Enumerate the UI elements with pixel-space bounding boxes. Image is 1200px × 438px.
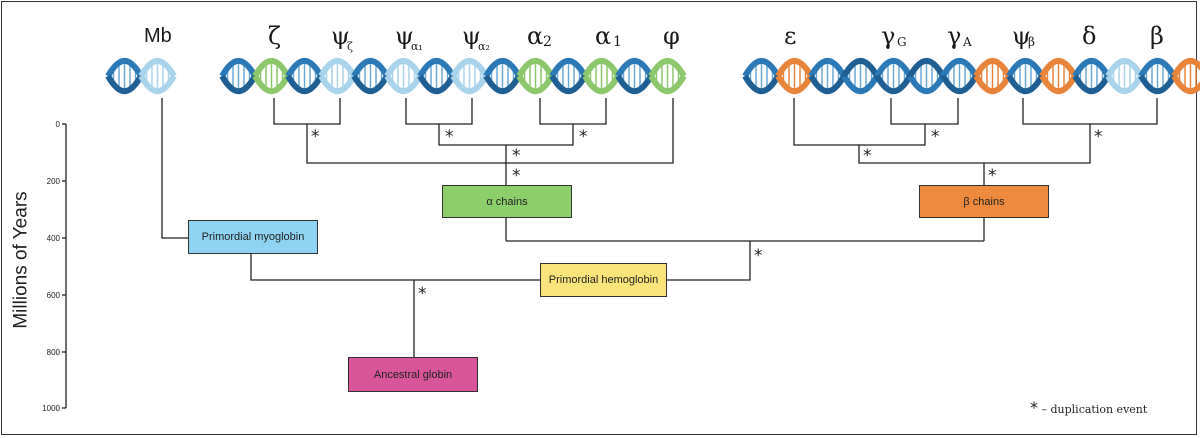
svg-text:β: β: [1028, 35, 1035, 49]
star-delta-beta: *: [1094, 127, 1103, 147]
star-alpha-cluster: *: [512, 146, 521, 166]
gene-zeta: ζ: [268, 22, 281, 50]
svg-text:ψ: ψ: [395, 22, 414, 50]
gene-gamma-a: γ A: [947, 22, 972, 50]
star-psi-alpha: *: [445, 127, 454, 147]
svg-text:G: G: [897, 35, 907, 49]
star-zeta-alpha: *: [512, 166, 521, 186]
star-ancestral: *: [418, 284, 427, 304]
legend-text: – duplication event: [1041, 403, 1148, 416]
star-beta-cluster: *: [863, 146, 872, 166]
ancestral-globin-box: Ancestral globin: [348, 357, 478, 392]
tick-0: 0: [55, 120, 60, 129]
gene-phi: φ: [663, 22, 680, 50]
tick-400: 400: [46, 234, 60, 243]
svg-text:γ: γ: [947, 22, 961, 50]
svg-text:ψ: ψ: [1012, 22, 1031, 50]
tick-800: 800: [46, 348, 60, 357]
dna-helix-alpha-cluster: [219, 57, 687, 95]
legend-symbol: *: [1030, 398, 1038, 417]
gene-mb: Mb: [144, 25, 172, 47]
dna-helix-mb: [105, 57, 177, 95]
primordial-hemoglobin-box: Primordial hemoglobin: [540, 263, 667, 297]
svg-text:γ: γ: [881, 22, 895, 50]
legend: * – duplication event: [1030, 398, 1147, 417]
svg-text:α: α: [595, 22, 611, 50]
gene-alpha2: α 2: [527, 22, 552, 50]
svg-text:α₂: α₂: [478, 40, 490, 53]
dna-helix-beta-cluster: [742, 57, 1200, 95]
gene-beta: β: [1150, 22, 1164, 50]
gene-psi-beta: ψ β: [1012, 22, 1035, 50]
gene-delta: δ: [1082, 22, 1096, 50]
svg-text:α₁: α₁: [411, 40, 423, 53]
beta-chains-box: β chains: [919, 185, 1049, 218]
duplication-stars: * * * * * * * * * * *: [311, 127, 1103, 304]
star-epsilon-beta: *: [988, 166, 997, 186]
svg-text:A: A: [962, 35, 972, 49]
star-psi-zeta: *: [311, 127, 320, 147]
gene-psi-zeta: ψ ζ: [331, 22, 353, 53]
tick-1000: 1000: [42, 404, 60, 413]
tick-200: 200: [46, 177, 60, 186]
gene-epsilon: ε: [784, 22, 796, 50]
svg-text:2: 2: [543, 34, 552, 50]
gene-alpha1: α 1: [595, 22, 622, 50]
star-alpha: *: [579, 127, 588, 147]
svg-text:ψ: ψ: [331, 22, 350, 50]
tick-600: 600: [46, 291, 60, 300]
svg-text:ζ: ζ: [347, 40, 353, 53]
svg-text:1: 1: [613, 34, 622, 50]
gene-psi-alpha1: ψ α₁: [395, 22, 423, 53]
star-gamma: *: [931, 127, 940, 147]
gene-psi-alpha2: ψ α₂: [462, 22, 490, 53]
alpha-chains-box: α chains: [442, 185, 572, 218]
gene-gamma-g: γ G: [881, 22, 907, 50]
svg-text:α: α: [527, 22, 543, 50]
primordial-myoglobin-box: Primordial myoglobin: [188, 220, 318, 254]
star-alpha-beta-split: *: [754, 246, 763, 266]
svg-text:ψ: ψ: [462, 22, 481, 50]
